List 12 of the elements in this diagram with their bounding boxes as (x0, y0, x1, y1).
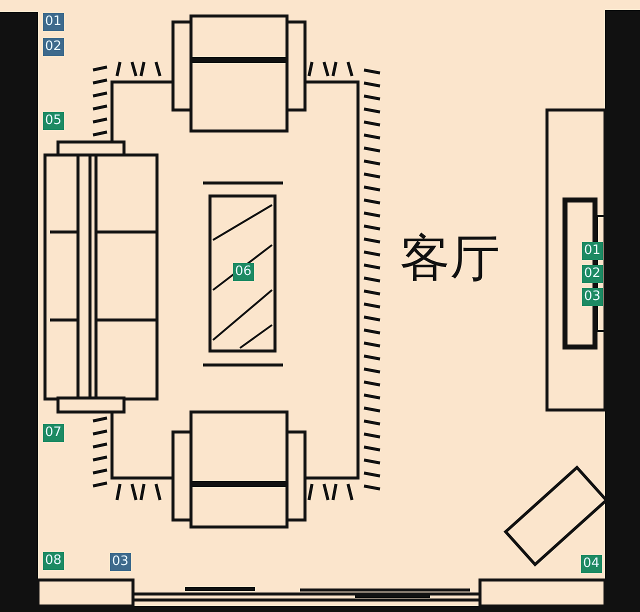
number-badge: 02 (582, 265, 603, 283)
number-badge: 07 (43, 424, 64, 442)
number-badge: 01 (582, 242, 603, 260)
number-badge: 08 (43, 552, 64, 570)
number-badge: 03 (110, 553, 131, 571)
number-badge: 04 (581, 555, 602, 573)
number-badge: 01 (43, 13, 64, 31)
number-badge: 03 (582, 288, 603, 306)
number-badge: 06 (233, 263, 254, 281)
room-label: 客厅 (400, 230, 500, 286)
number-badge: 02 (43, 38, 64, 56)
number-badge: 05 (43, 112, 64, 130)
